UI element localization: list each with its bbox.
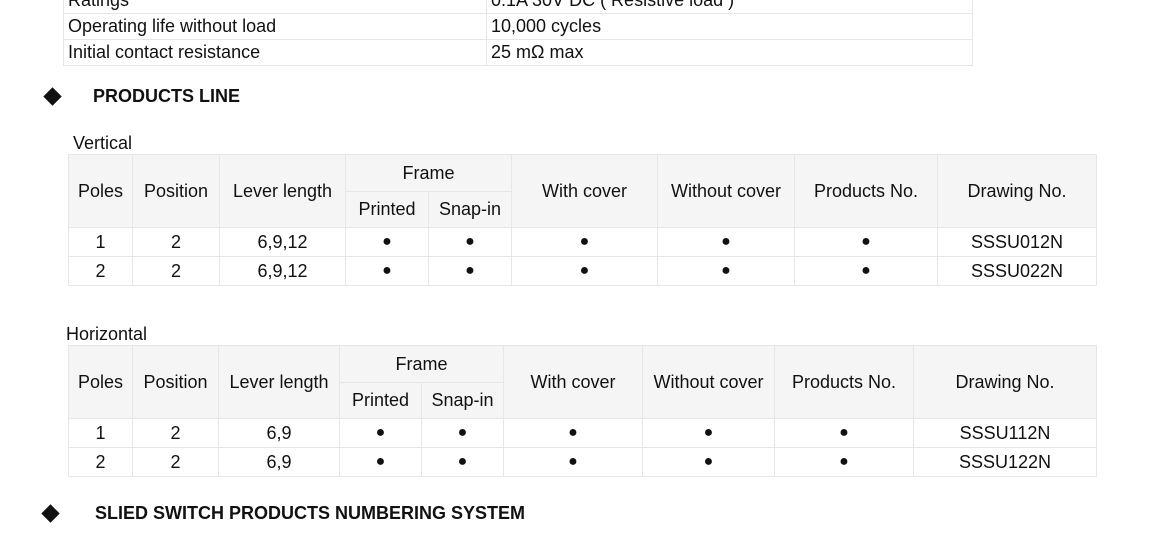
spec-row: Operating life without load 10,000 cycle… (63, 13, 973, 40)
cell-lever-length: 6,9,12 (219, 256, 346, 286)
cell-drawing-no: SSSU012N (937, 227, 1098, 257)
products-no-mark: ● (774, 418, 915, 448)
spec-row: Initial contact resistance 25 mΩ max (63, 39, 973, 66)
printed-mark: ● (339, 447, 422, 477)
spec-label: Initial contact resistance (63, 39, 487, 66)
snap-in-mark: ● (420, 447, 505, 477)
without-cover-mark: ● (657, 227, 796, 257)
header-frame: Frame (344, 154, 513, 192)
numbering-system-heading: SLIED SWITCH PRODUCTS NUMBERING SYSTEM (41, 503, 526, 524)
header-frame: Frame (338, 345, 505, 383)
diamond-bullet-icon (41, 504, 60, 523)
snap-in-mark: ● (427, 227, 513, 257)
cell-lever-length: 6,9,12 (219, 227, 346, 257)
header-products-no: Products No. (774, 345, 915, 419)
snap-in-mark: ● (420, 418, 505, 448)
cell-position: 2 (132, 418, 219, 448)
cell-poles: 2 (68, 447, 133, 477)
diamond-bullet-icon (43, 87, 62, 106)
products-no-mark: ● (794, 256, 939, 286)
header-with-cover: With cover (503, 345, 644, 419)
cell-poles: 2 (68, 256, 133, 286)
header-printed: Printed (339, 382, 422, 419)
header-snap-in: Snap-in (427, 191, 513, 228)
header-drawing-no: Drawing No. (913, 345, 1098, 419)
header-lever-length: Lever length (219, 154, 346, 228)
printed-mark: ● (345, 256, 429, 286)
without-cover-mark: ● (657, 256, 796, 286)
cell-poles: 1 (68, 418, 133, 448)
section-title: SLIED SWITCH PRODUCTS NUMBERING SYSTEM (95, 503, 526, 523)
header-without-cover: Without cover (642, 345, 776, 419)
products-line-heading: PRODUCTS LINE (43, 86, 241, 107)
with-cover-mark: ● (503, 418, 644, 448)
table-row: 2 2 6,9 ● ● ● ● ● SSSU122N (68, 447, 1098, 477)
table-row: 1 2 6,9 ● ● ● ● ● SSSU112N (68, 418, 1098, 448)
table-row: 2 2 6,9,12 ● ● ● ● ● SSSU022N (68, 256, 1098, 286)
cell-position: 2 (132, 256, 220, 286)
header-snap-in: Snap-in (420, 382, 505, 419)
cell-drawing-no: SSSU112N (913, 418, 1098, 448)
spec-value: 25 mΩ max (486, 39, 973, 66)
section-title: PRODUCTS LINE (93, 86, 241, 106)
products-no-mark: ● (774, 447, 915, 477)
horizontal-products-table: Poles Position Lever length Frame With c… (68, 345, 1098, 477)
horizontal-caption: Horizontal (66, 324, 148, 344)
printed-mark: ● (339, 418, 422, 448)
header-poles: Poles (68, 154, 133, 228)
header-lever-length: Lever length (218, 345, 340, 419)
cell-drawing-no: SSSU122N (913, 447, 1098, 477)
header-drawing-no: Drawing No. (937, 154, 1098, 228)
header-position: Position (132, 154, 220, 228)
cell-position: 2 (132, 227, 220, 257)
with-cover-mark: ● (511, 256, 659, 286)
products-no-mark: ● (794, 227, 939, 257)
spec-value: 0.1A 30V DC ( Resistive load ) (486, 0, 973, 14)
header-poles: Poles (68, 345, 133, 419)
cell-poles: 1 (68, 227, 133, 257)
header-without-cover: Without cover (657, 154, 796, 228)
vertical-products-table: Poles Position Lever length Frame With c… (68, 154, 1098, 286)
cell-position: 2 (132, 447, 219, 477)
with-cover-mark: ● (511, 227, 659, 257)
spec-label: Ratings (63, 0, 487, 14)
header-products-no: Products No. (794, 154, 939, 228)
printed-mark: ● (345, 227, 429, 257)
spec-value: 10,000 cycles (486, 13, 973, 40)
specifications-table: Ratings 0.1A 30V DC ( Resistive load ) O… (63, 0, 973, 66)
without-cover-mark: ● (642, 447, 776, 477)
cell-lever-length: 6,9 (218, 418, 340, 448)
table-row: 1 2 6,9,12 ● ● ● ● ● SSSU012N (68, 227, 1098, 257)
header-with-cover: With cover (511, 154, 659, 228)
cell-drawing-no: SSSU022N (937, 256, 1098, 286)
spec-label: Operating life without load (63, 13, 487, 40)
header-printed: Printed (345, 191, 429, 228)
without-cover-mark: ● (642, 418, 776, 448)
header-position: Position (132, 345, 219, 419)
spec-row: Ratings 0.1A 30V DC ( Resistive load ) (63, 0, 973, 14)
vertical-caption: Vertical (73, 133, 133, 153)
snap-in-mark: ● (427, 256, 513, 286)
cell-lever-length: 6,9 (218, 447, 340, 477)
with-cover-mark: ● (503, 447, 644, 477)
